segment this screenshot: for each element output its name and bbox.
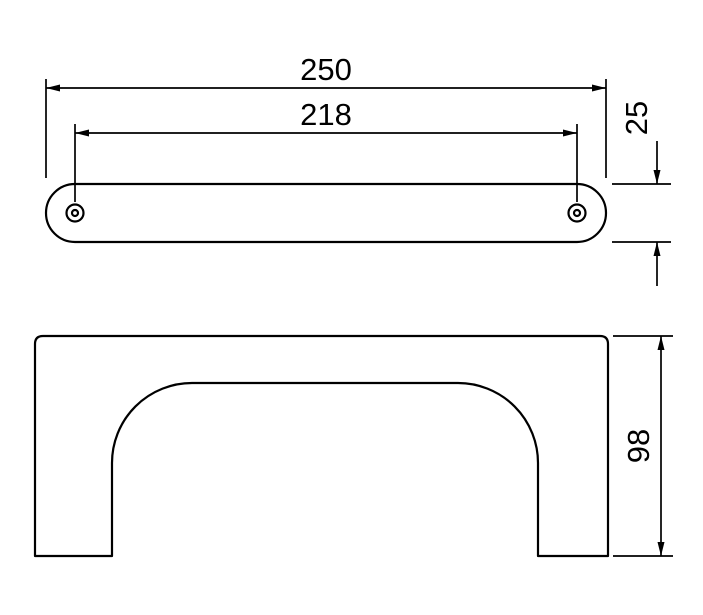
right-mounting-hole	[567, 203, 587, 223]
dim-hole-spacing-label: 218	[300, 97, 352, 132]
dim-hole-spacing: 218	[74, 97, 578, 202]
dim-overall-width-label: 250	[300, 52, 352, 87]
dim-hole-spacing-arrow-left	[75, 129, 89, 137]
dim-height-label: 98	[621, 429, 656, 463]
front-view-outline	[33, 334, 610, 558]
dim-depth-arrow-bottom	[653, 242, 661, 256]
dim-overall-width-arrow-right	[592, 84, 606, 92]
dim-depth-label: 25	[619, 101, 654, 135]
left-mounting-hole-center	[70, 208, 80, 218]
top-view-outline	[44, 182, 608, 244]
dim-overall-width-arrow-left	[46, 84, 60, 92]
front-view	[33, 334, 610, 558]
right-mounting-hole-center	[572, 208, 582, 218]
dim-height: 98	[613, 335, 673, 557]
dim-overall-width: 250	[45, 52, 607, 178]
dim-height-arrow-bottom	[657, 542, 665, 556]
dim-height-arrow-top	[657, 336, 665, 350]
dim-hole-spacing-arrow-right	[563, 129, 577, 137]
dim-depth: 25	[612, 101, 671, 286]
left-mounting-hole	[65, 203, 85, 223]
dim-depth-arrow-top	[653, 170, 661, 184]
top-view	[44, 182, 608, 244]
